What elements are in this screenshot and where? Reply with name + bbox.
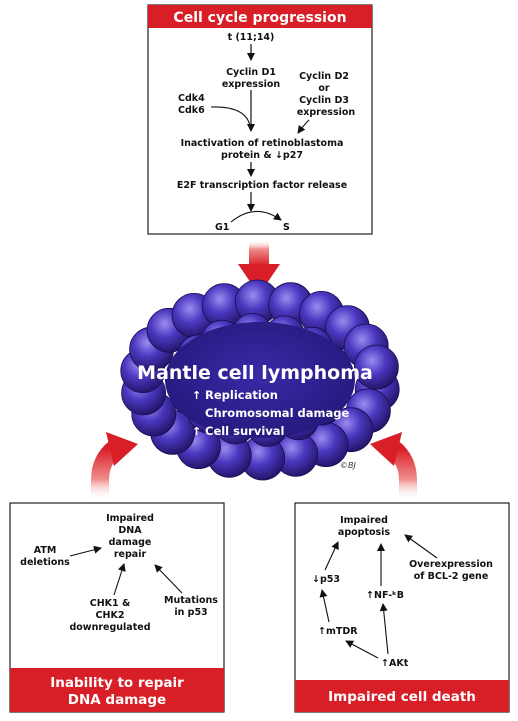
cdk6-label: Cdk6 <box>178 105 205 116</box>
chk2-label: CHK2 <box>96 610 125 621</box>
mcl-title: Mantle cell lymphoma <box>137 362 373 384</box>
up-arrow-icon: ↑ <box>192 425 201 438</box>
mcl-item-replication: Replication <box>205 388 278 402</box>
up-arrow-icon: ↑ <box>318 626 326 637</box>
akt-label: AKt <box>389 658 409 669</box>
cyclin-d2-label: Cyclin D2 <box>299 71 349 82</box>
dna-repair-title-line1: Inability to repair <box>50 675 184 691</box>
s-label: S <box>283 222 290 233</box>
cell-cycle-title: Cell cycle progression <box>173 10 346 26</box>
arrow-chk <box>113 563 126 596</box>
atm-deletions-label: deletions <box>20 557 70 568</box>
atm-label: ATM <box>34 545 57 556</box>
mutations-p53-label: in p53 <box>174 607 207 618</box>
cell-death-title-bar <box>295 680 509 712</box>
or-label: or <box>318 83 330 94</box>
impaired-dna-label: Impaired <box>106 513 154 524</box>
cyclin-d3-expression-label: expression <box>297 107 356 118</box>
mcl-text-group: Mantle cell lymphoma ↑ Replication Chrom… <box>137 362 373 470</box>
arrow-akt-mtdr <box>345 640 379 659</box>
arrow-bcl2 <box>404 534 438 559</box>
arrow-mtdr <box>319 589 330 623</box>
mutations-label: Mutations <box>164 595 218 606</box>
impaired-apoptosis-label-2: apoptosis <box>338 527 391 538</box>
dna-repair-box: Inability to repair DNA damage Impaired … <box>9 502 225 713</box>
arrow-cyclin-d2-d3 <box>297 119 310 134</box>
impaired-dna-label-3: damage <box>109 537 152 548</box>
g1-label: G1 <box>215 222 229 233</box>
bcl2-label: Overexpression <box>409 559 493 570</box>
chk-label: CHK1 & <box>90 598 131 609</box>
cell-cycle-box: Cell cycle progression t (11;14) Cyclin … <box>147 4 373 235</box>
artist-signature: ©BJ <box>340 461 356 470</box>
impaired-dna-label-4: repair <box>114 549 147 560</box>
cluster-core <box>165 322 355 438</box>
cyclin-d1-expression-label: expression <box>222 79 281 90</box>
arrow-p53 <box>324 541 339 571</box>
cyclin-d1-label: Cyclin D1 <box>226 67 276 78</box>
inactivation-label: Inactivation of retinoblastoma <box>181 138 344 149</box>
up-arrow-icon: ↑ <box>381 658 389 669</box>
red-arrow-right-up <box>370 432 417 500</box>
arrow-akt-nfkb <box>379 603 389 655</box>
cell-death-title: Impaired cell death <box>328 689 476 705</box>
cyclin-d3-label: Cyclin D3 <box>299 95 349 106</box>
red-arrow-left-up <box>91 432 138 500</box>
dna-repair-title-bar <box>10 668 224 712</box>
cell-cycle-title-bar <box>148 5 372 28</box>
up-arrow-icon: ↑ <box>192 389 201 402</box>
translocation-label: t (11;14) <box>228 32 275 43</box>
inactivation-p27-label: protein & ↓p27 <box>221 150 303 161</box>
arrow-mutations <box>154 564 183 594</box>
bcl2-gene-label: of BCL-2 gene <box>414 571 489 582</box>
g1-to-s-arc <box>230 210 282 223</box>
arrow-atm <box>69 545 102 557</box>
mcl-item-chromosomal-damage: Chromosomal damage <box>205 406 349 420</box>
dna-repair-title-line2: DNA damage <box>68 692 166 708</box>
chk-downregulated-label: downregulated <box>69 622 150 633</box>
cdk-merge-curve <box>210 106 251 127</box>
impaired-apoptosis-label: Impaired <box>340 515 388 526</box>
mcl-item-cell-survival: Cell survival <box>205 424 284 438</box>
p53-label: ↓p53 <box>312 574 340 585</box>
mantle-cell-cluster <box>120 279 400 481</box>
impaired-dna-label-2: DNA <box>118 525 142 536</box>
nfkb-label: NF-ᵏB <box>374 590 404 601</box>
cdk4-label: Cdk4 <box>178 93 205 104</box>
red-arrow-down <box>238 240 280 295</box>
lymphoma-cell <box>353 344 399 390</box>
cell-death-box: Impaired cell death Impaired apoptosis O… <box>294 502 510 713</box>
e2f-label: E2F transcription factor release <box>177 180 347 191</box>
mtdr-label: mTDR <box>326 626 358 637</box>
up-arrow-icon: ↑ <box>366 590 374 601</box>
